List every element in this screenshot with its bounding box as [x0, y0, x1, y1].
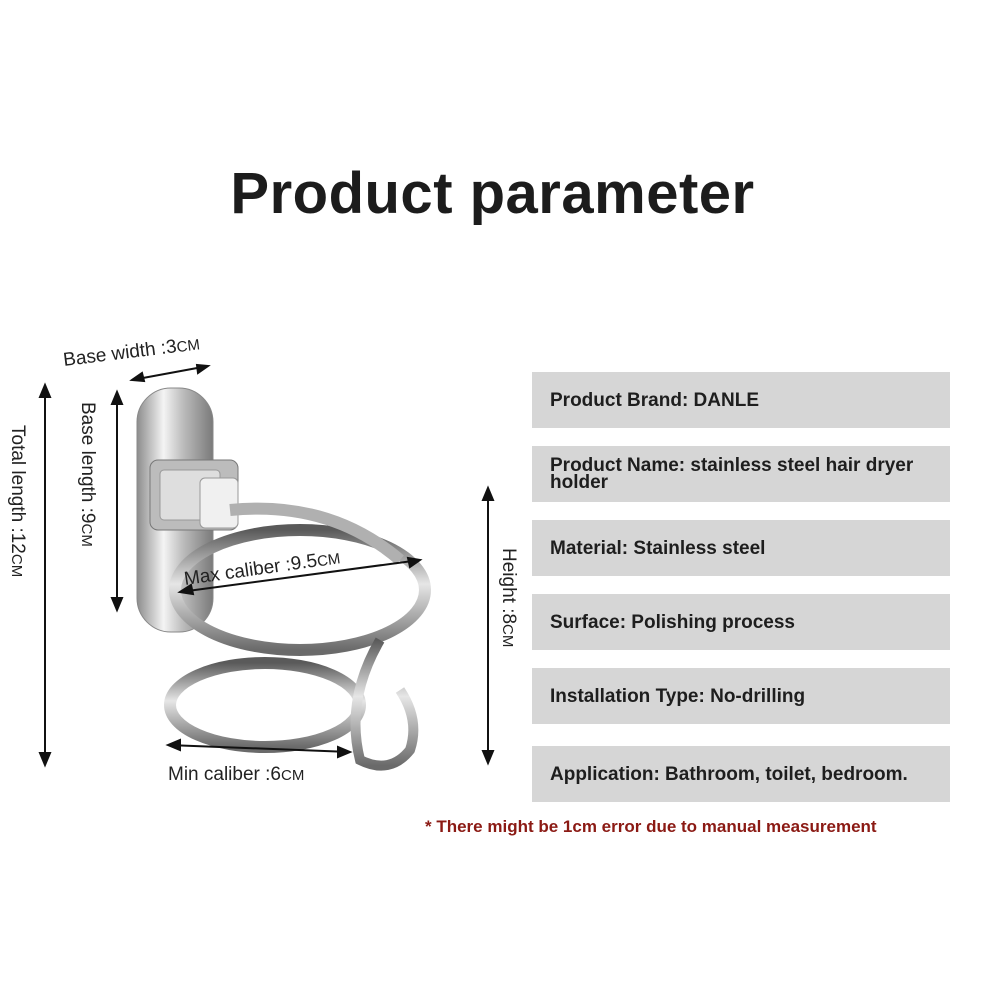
- base-width-arrow: [131, 365, 209, 381]
- spec-row-surface: Surface: Polishing process: [532, 594, 950, 650]
- upper-ring: [169, 524, 431, 656]
- spec-row-name: Product Name: stainless steel hair dryer…: [532, 446, 950, 502]
- base-width-label: Base width :3CM: [62, 333, 201, 371]
- spec-row-application: Application: Bathroom, toilet, bedroom.: [532, 746, 950, 802]
- spec-row-installation: Installation Type: No-drilling: [532, 668, 950, 724]
- height-label: Height :8CM: [498, 548, 519, 647]
- lower-ring: [164, 657, 366, 753]
- total-length-label: Total length :12CM: [7, 425, 28, 577]
- measurement-note: * There might be 1cm error due to manual…: [425, 817, 877, 836]
- page-title: Product parameter: [230, 161, 755, 226]
- spiral-loop: [350, 637, 419, 771]
- min-caliber-arrow: [167, 744, 351, 753]
- spec-row-brand: Product Brand: DANLE: [532, 372, 950, 428]
- spec-row-material: Material: Stainless steel: [532, 520, 950, 576]
- min-caliber-label: Min caliber :6CM: [168, 764, 304, 785]
- max-caliber-arrow: [179, 559, 421, 593]
- base-length-label: Base length :9CM: [77, 402, 98, 547]
